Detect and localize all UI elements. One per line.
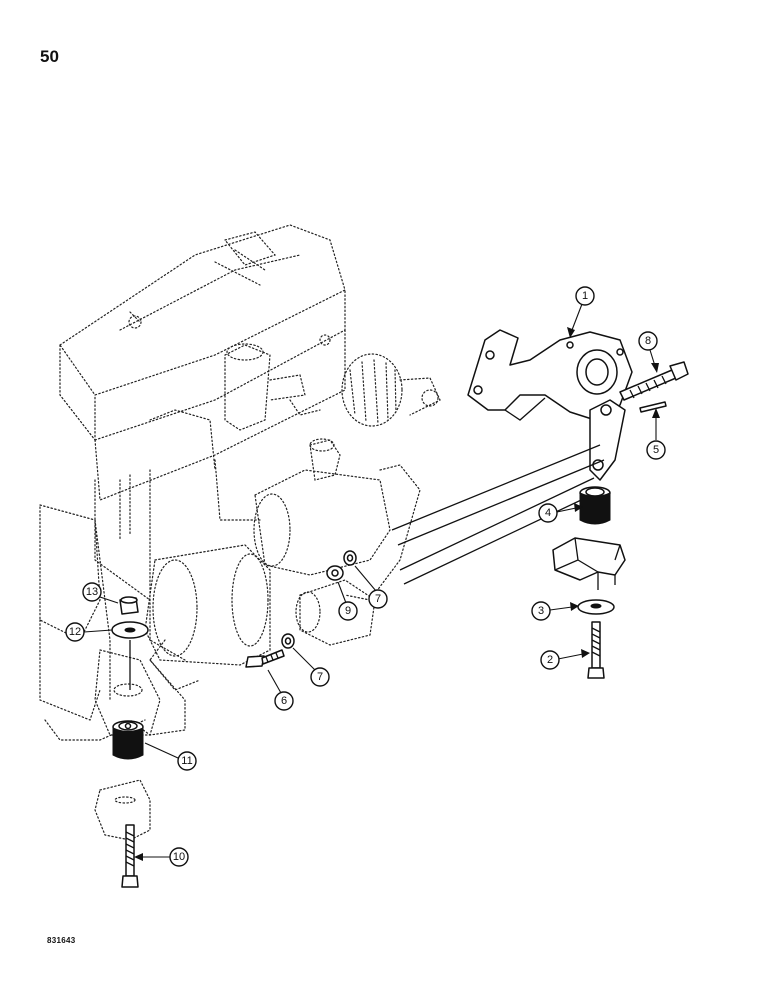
- callout-10: 10: [169, 847, 189, 867]
- leader-lines: [83, 303, 660, 861]
- washer-12: [111, 621, 149, 639]
- callout-9: 9: [338, 601, 358, 621]
- callout-5: 5: [646, 440, 666, 460]
- pin-5: [639, 401, 667, 413]
- callout-13: 13: [82, 582, 102, 602]
- callout-1-label: 1: [582, 290, 588, 302]
- callout-13-label: 13: [86, 586, 98, 598]
- bolt-10: [121, 824, 139, 888]
- callout-4-label: 4: [545, 507, 551, 519]
- rubber-mount-4: [579, 486, 611, 525]
- callout-7-lower: 7: [310, 667, 330, 687]
- callout-7-upper-label: 7: [375, 593, 381, 605]
- left-lower-bracket-phantom: [94, 779, 151, 841]
- callout-10-label: 10: [173, 851, 185, 863]
- bolt-6: [245, 649, 285, 668]
- right-mount-bracket: [552, 537, 626, 590]
- lock-washer-7-upper: [343, 550, 357, 566]
- callout-11: 11: [177, 751, 197, 771]
- callout-3-label: 3: [538, 605, 544, 617]
- callout-9-label: 9: [345, 605, 351, 617]
- callout-8-label: 8: [645, 335, 651, 347]
- callout-8: 8: [638, 331, 658, 351]
- lock-washer-7-lower: [281, 633, 295, 649]
- callout-3: 3: [531, 601, 551, 621]
- callout-6-label: 6: [281, 695, 287, 707]
- callout-12-label: 12: [69, 626, 81, 638]
- callout-7-upper: 7: [368, 589, 388, 609]
- callout-5-label: 5: [653, 444, 659, 456]
- callout-1: 1: [575, 286, 595, 306]
- callout-2-label: 2: [547, 654, 553, 666]
- nut-13: [119, 596, 139, 615]
- callout-6: 6: [274, 691, 294, 711]
- front-engine-support-bracket: [467, 329, 633, 481]
- washer-3: [577, 599, 615, 615]
- rubber-mount-11: [112, 720, 144, 760]
- callout-2: 2: [540, 650, 560, 670]
- support-rods: [391, 444, 605, 585]
- callout-4: 4: [538, 503, 558, 523]
- page-number: 50: [40, 47, 59, 66]
- callout-7-lower-label: 7: [317, 671, 323, 683]
- nut-9: [326, 565, 344, 581]
- bolt-2: [587, 621, 605, 679]
- callout-12: 12: [65, 622, 85, 642]
- engine-phantom-outline: [39, 224, 441, 741]
- callout-11-label: 11: [181, 755, 192, 767]
- figure-code: 831643: [47, 936, 76, 945]
- bolt-8: [619, 361, 689, 401]
